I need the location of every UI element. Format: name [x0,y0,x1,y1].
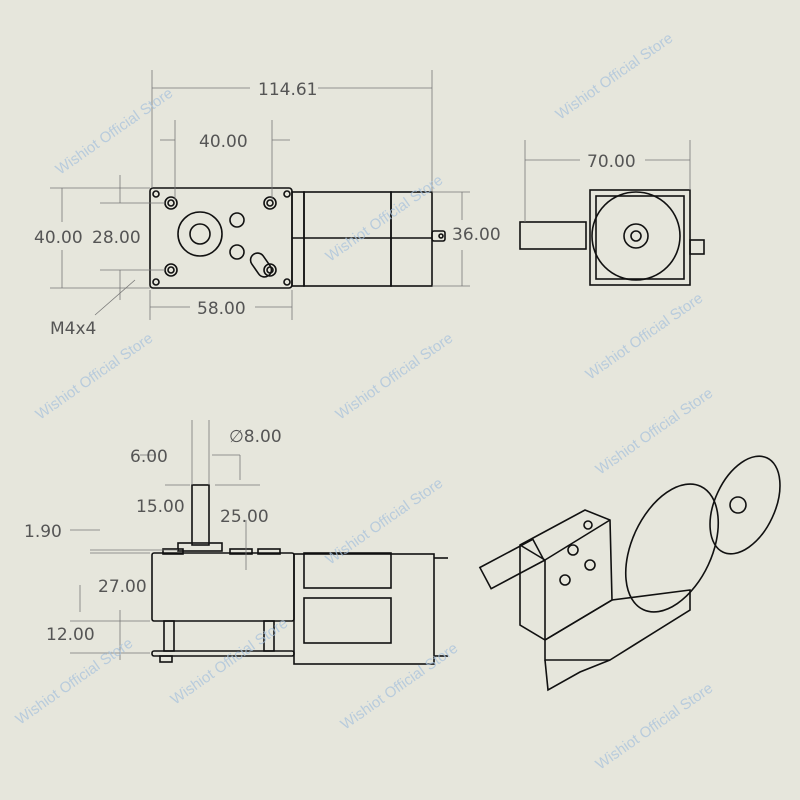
watermark: Wishiot Official Store [323,172,447,266]
dim-shaft-flat: 6.00 [130,447,168,467]
dim-overall-length: 114.61 [258,80,317,100]
dim-bracket-width: 70.00 [587,152,636,172]
dim-plate-height: 40.00 [34,228,83,248]
watermark: Wishiot Official Store [333,330,457,424]
side-view [70,420,448,665]
dim-boss-height: 1.90 [24,522,62,542]
watermark: Wishiot Official Store [168,615,292,709]
dim-shaft-flat-length: 15.00 [136,497,185,517]
dim-plate-width: 58.00 [197,299,246,319]
watermark: Wishiot Official Store [593,385,717,479]
watermark: Wishiot Official Store [338,640,462,734]
dim-motor-diameter: 36.00 [452,225,501,245]
dim-gearbox-height: 27.00 [98,577,147,597]
watermarks: Wishiot Official Store Wishiot Official … [13,30,717,774]
watermark: Wishiot Official Store [53,85,177,179]
isometric-view [478,455,781,692]
dim-shaft-diameter: ∅8.00 [229,427,282,447]
dim-standoff-height: 12.00 [46,625,95,645]
watermark: Wishiot Official Store [33,330,157,424]
watermark: Wishiot Official Store [593,680,717,774]
dim-hole-spacing-y: 28.00 [92,228,141,248]
watermark: Wishiot Official Store [583,290,707,384]
dim-hole-spacing-x: 40.00 [199,132,248,152]
end-view [519,140,705,286]
watermark: Wishiot Official Store [13,635,137,729]
top-view [50,70,470,320]
watermark: Wishiot Official Store [553,30,677,124]
dim-screw: M4x4 [50,319,96,339]
dim-shaft-length: 25.00 [220,507,269,527]
